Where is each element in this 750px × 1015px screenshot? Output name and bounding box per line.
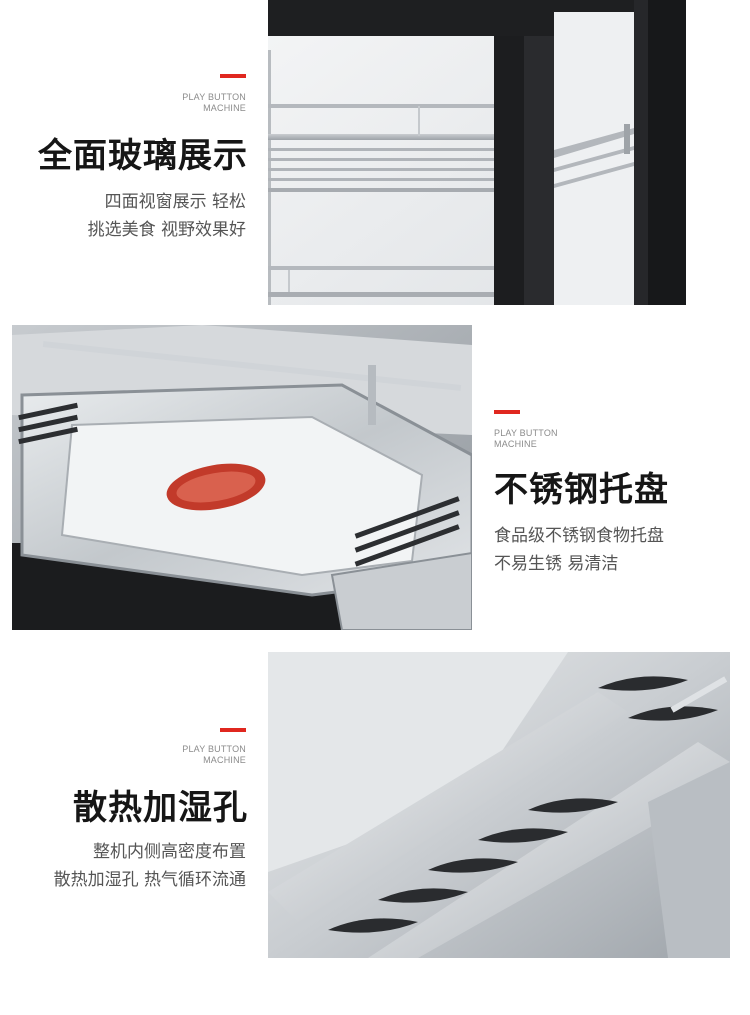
brand-tag: PLAY BUTTON MACHINE [182, 744, 246, 766]
brand-tag-line1: PLAY BUTTON [182, 744, 246, 754]
brand-tag-line1: PLAY BUTTON [494, 428, 558, 438]
vent-holes-photo [268, 652, 730, 958]
accent-bar [220, 728, 246, 732]
steel-tray-photo [12, 325, 472, 630]
feature-description: 整机内侧高密度布置 散热加湿孔 热气循环流通 [54, 838, 246, 894]
feature-description: 食品级不锈钢食物托盘 不易生锈 易清洁 [494, 522, 664, 578]
feature-description: 四面视窗展示 轻松 挑选美食 视野效果好 [88, 188, 246, 244]
accent-bar [494, 410, 520, 414]
description-line2: 散热加湿孔 热气循环流通 [53, 870, 246, 890]
feature-title: 全面玻璃展示 [38, 136, 248, 176]
brand-tag: PLAY BUTTON MACHINE [182, 92, 246, 114]
description-line1: 食品级不锈钢食物托盘 [494, 526, 664, 546]
glass-cabinet-illustration [268, 0, 686, 305]
brand-tag: PLAY BUTTON MACHINE [494, 428, 558, 450]
brand-tag-line2: MACHINE [203, 755, 246, 765]
vent-holes-illustration [268, 652, 730, 958]
feature-title: 散热加湿孔 [73, 788, 248, 828]
feature-title: 不锈钢托盘 [494, 470, 669, 510]
brand-tag-line1: PLAY BUTTON [182, 92, 246, 102]
feature-section-vent-holes: PLAY BUTTON MACHINE 散热加湿孔 整机内侧高密度布置 散热加湿… [0, 640, 750, 1015]
glass-cabinet-photo [268, 0, 686, 305]
description-line2: 挑选美食 视野效果好 [87, 220, 246, 240]
accent-bar [220, 74, 246, 78]
description-line1: 四面视窗展示 轻松 [104, 192, 246, 212]
brand-tag-line2: MACHINE [203, 103, 246, 113]
steel-tray-illustration [12, 325, 472, 630]
feature-section-glass-display: PLAY BUTTON MACHINE 全面玻璃展示 四面视窗展示 轻松 挑选美… [0, 0, 750, 320]
brand-tag-line2: MACHINE [494, 439, 537, 449]
feature-section-steel-tray: PLAY BUTTON MACHINE 不锈钢托盘 食品级不锈钢食物托盘 不易生… [0, 320, 750, 640]
description-line2: 不易生锈 易清洁 [494, 554, 619, 574]
description-line1: 整机内侧高密度布置 [93, 842, 246, 862]
